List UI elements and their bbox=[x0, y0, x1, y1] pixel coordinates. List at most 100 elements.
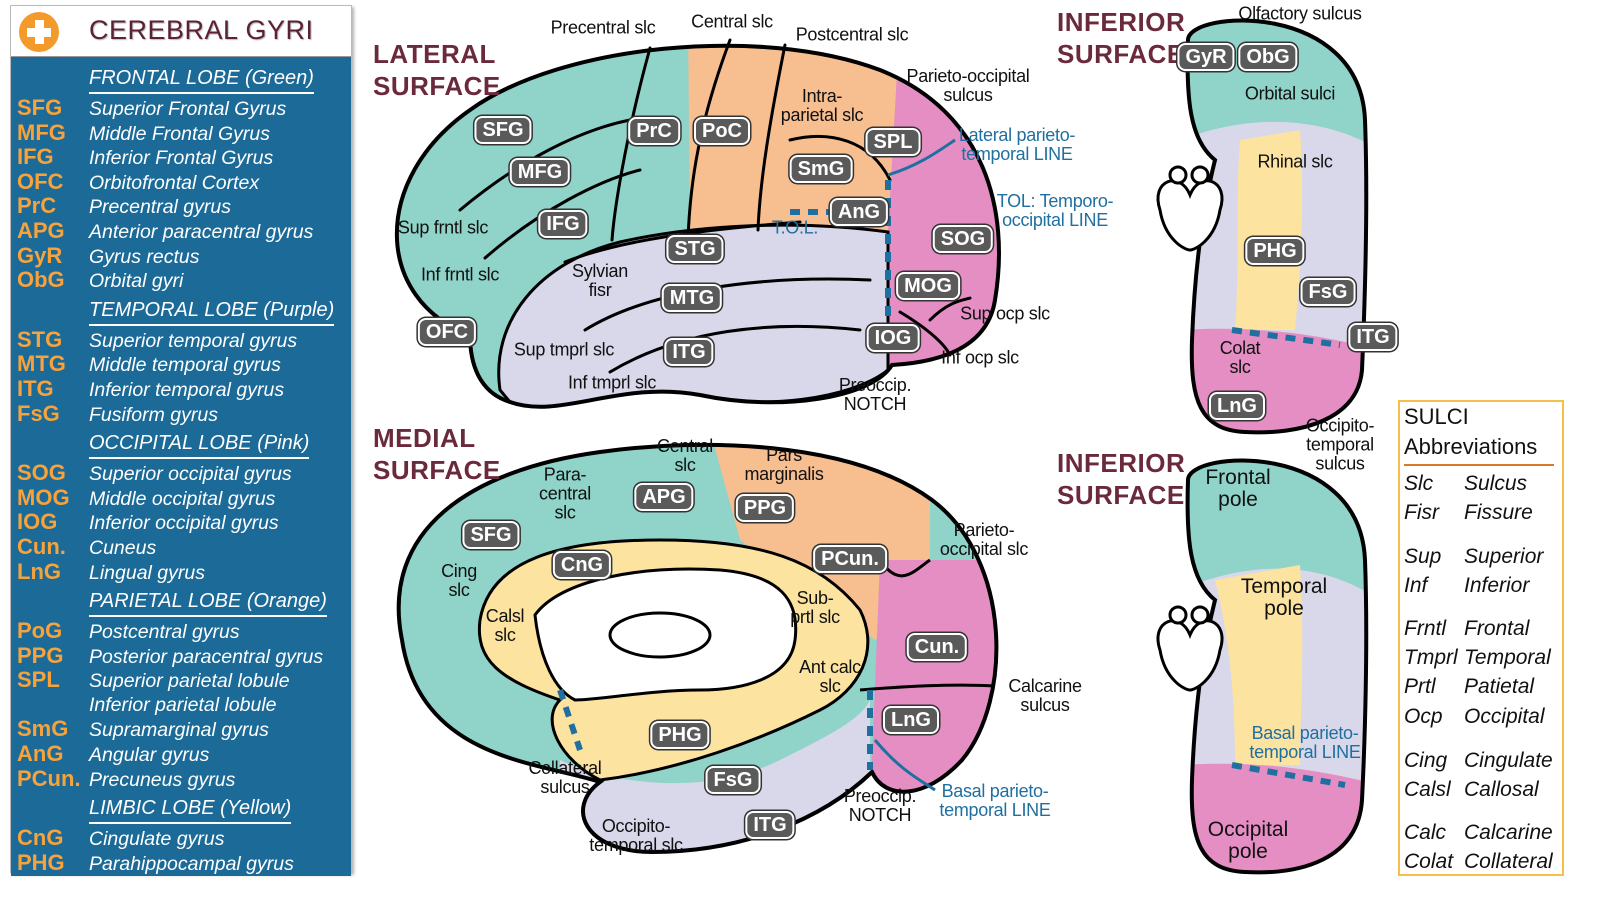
sulcus-label: Occipito- temporal sulcus bbox=[1305, 415, 1375, 474]
sulcus-label: Rhinal slc bbox=[1257, 151, 1333, 172]
gyrus-badge: FsG bbox=[705, 766, 761, 794]
legend-row: SmG Supramarginal gyrus bbox=[11, 717, 351, 742]
gyrus-badge: IFG bbox=[538, 210, 588, 238]
gyrus-badge: LnG bbox=[883, 706, 939, 734]
legend-section-header: TEMPORAL LOBE (Purple) bbox=[89, 297, 335, 326]
sulcus-label: Central slc bbox=[657, 436, 713, 475]
sulci-term: Frontal bbox=[1464, 617, 1530, 640]
gyrus-badge: STG bbox=[666, 235, 724, 263]
sulcus-label: Sup tmprl slc bbox=[513, 339, 615, 360]
legend-section-header: PARIETAL LOBE (Orange) bbox=[89, 588, 327, 618]
sulcus-label: Preoccip. NOTCH bbox=[843, 786, 917, 825]
legend-section-header: FRONTAL LOBE (Green) bbox=[89, 65, 314, 94]
sulcus-label: Collateral sulcus bbox=[528, 758, 602, 797]
gyrus-badge: LnG bbox=[1209, 392, 1265, 420]
gyrus-name: Precuneus gyrus bbox=[89, 768, 236, 791]
sulcus-label: Inf frntl slc bbox=[420, 264, 500, 285]
sulcus-label: Cing slc bbox=[441, 561, 477, 600]
gyrus-name: Supramarginal gyrus bbox=[89, 719, 269, 742]
gyrus-badge: SOG bbox=[932, 225, 994, 253]
sulcus-label: Central slc bbox=[691, 11, 773, 32]
gyrus-name: Cuneus bbox=[89, 536, 157, 559]
gyrus-abbreviation: SmG bbox=[17, 716, 69, 742]
inferior-title: INFERIOR SURFACE bbox=[1057, 7, 1186, 69]
sulci-term: Patietal bbox=[1464, 675, 1535, 698]
sulci-term: Collateral bbox=[1464, 850, 1553, 873]
gyrus-abbreviation: PoG bbox=[17, 618, 63, 644]
gyrus-abbreviation: STG bbox=[17, 326, 63, 352]
sulci-abbreviation: Slc bbox=[1404, 472, 1434, 495]
gyrus-name: Inferior temporal gyrus bbox=[89, 378, 285, 401]
gyrus-abbreviation: MOG bbox=[17, 484, 70, 510]
sulci-term: Calcarine bbox=[1464, 821, 1553, 844]
legend-row: OFC Orbitofrontal Cortex bbox=[11, 168, 351, 195]
gyrus-name: Gyrus rectus bbox=[89, 245, 200, 268]
legend-row: Cun. Cuneus bbox=[11, 533, 351, 560]
sulcus-label: Sylvian fisr bbox=[572, 261, 628, 300]
sulci-term: Callosal bbox=[1464, 778, 1539, 801]
sulcus-label: Sub- prtl slc bbox=[790, 588, 840, 627]
sulcus-label: Postcentral slc bbox=[795, 24, 909, 45]
legend-header: CEREBRAL GYRI bbox=[11, 6, 351, 57]
gyrus-badge: CnG bbox=[552, 551, 612, 579]
legend-row: PoG Postcentral gyrus bbox=[11, 618, 351, 644]
gyrus-badge: FsG bbox=[1300, 278, 1356, 306]
legend-row: MOG Middle occipital gyrus bbox=[11, 484, 351, 511]
legend-row: IFG Inferior Frontal Gyrus bbox=[11, 145, 351, 170]
gyrus-name: Posterior paracentral gyrus bbox=[89, 645, 324, 668]
sulci-abbreviation: Sup bbox=[1404, 545, 1442, 568]
gyrus-abbreviation: Cun. bbox=[17, 533, 66, 559]
brainstem-icon bbox=[1156, 605, 1224, 692]
sulcus-label: Calsl slc bbox=[485, 606, 525, 645]
line-label: Basal parieto- temporal LINE bbox=[1249, 723, 1361, 762]
gyrus-badge: PHG bbox=[650, 721, 710, 749]
gyrus-abbreviation: SFG bbox=[17, 95, 63, 120]
gyrus-name: Superior parietal lobule bbox=[89, 670, 290, 693]
gyrus-abbreviation: PCun. bbox=[17, 765, 81, 791]
gyrus-name: Angular gyrus bbox=[89, 744, 210, 767]
sulcus-label: Inf tmprl slc bbox=[567, 372, 657, 393]
lateral-title: LATERAL SURFACE bbox=[373, 39, 501, 101]
gyrus-abbreviation: IFG bbox=[17, 144, 54, 170]
gyrus-abbreviation: OFC bbox=[17, 168, 64, 194]
sulcus-label: Intra- parietal slc bbox=[780, 86, 864, 125]
plus-icon bbox=[19, 12, 59, 52]
gyrus-name: Postcentral gyrus bbox=[89, 621, 240, 644]
gyrus-name: Superior occipital gyrus bbox=[89, 463, 292, 486]
gyrus-badge: PrC bbox=[628, 117, 680, 145]
gyrus-name: Orbitofrontal Cortex bbox=[89, 171, 260, 194]
gyrus-abbreviation: CnG bbox=[17, 825, 64, 851]
gyrus-badge: GyR bbox=[1177, 43, 1235, 71]
gyrus-badge: OFC bbox=[417, 318, 477, 346]
sulcus-label: Pars marginalis bbox=[744, 445, 824, 484]
sulci-box-title: SULCI bbox=[1404, 404, 1469, 429]
gyrus-badge: PoC bbox=[694, 117, 750, 145]
divider bbox=[1404, 464, 1554, 466]
gyrus-name: Inferior Frontal Gyrus bbox=[89, 147, 274, 170]
pole-label: Frontal pole bbox=[1205, 466, 1271, 511]
sulcus-label: Olfactory sulcus bbox=[1238, 3, 1362, 24]
medial-title: MEDIAL SURFACE bbox=[373, 423, 501, 485]
gyrus-name: Middle occipital gyrus bbox=[89, 487, 276, 510]
sulcus-label: Occipito- temporal slc bbox=[589, 816, 683, 855]
sulci-term: Cingulate bbox=[1464, 749, 1553, 772]
sulcus-label: Sup ocp slc bbox=[960, 303, 1050, 324]
sulcus-label: Precentral slc bbox=[550, 17, 656, 38]
pole-label: Occipital pole bbox=[1207, 818, 1289, 863]
sulcus-label: Orbital sulci bbox=[1244, 83, 1336, 104]
gyrus-abbreviation: APG bbox=[17, 217, 65, 243]
gyrus-badge: SmG bbox=[789, 155, 853, 183]
line-label: TOL: Temporo- occipital LINE bbox=[996, 191, 1114, 230]
